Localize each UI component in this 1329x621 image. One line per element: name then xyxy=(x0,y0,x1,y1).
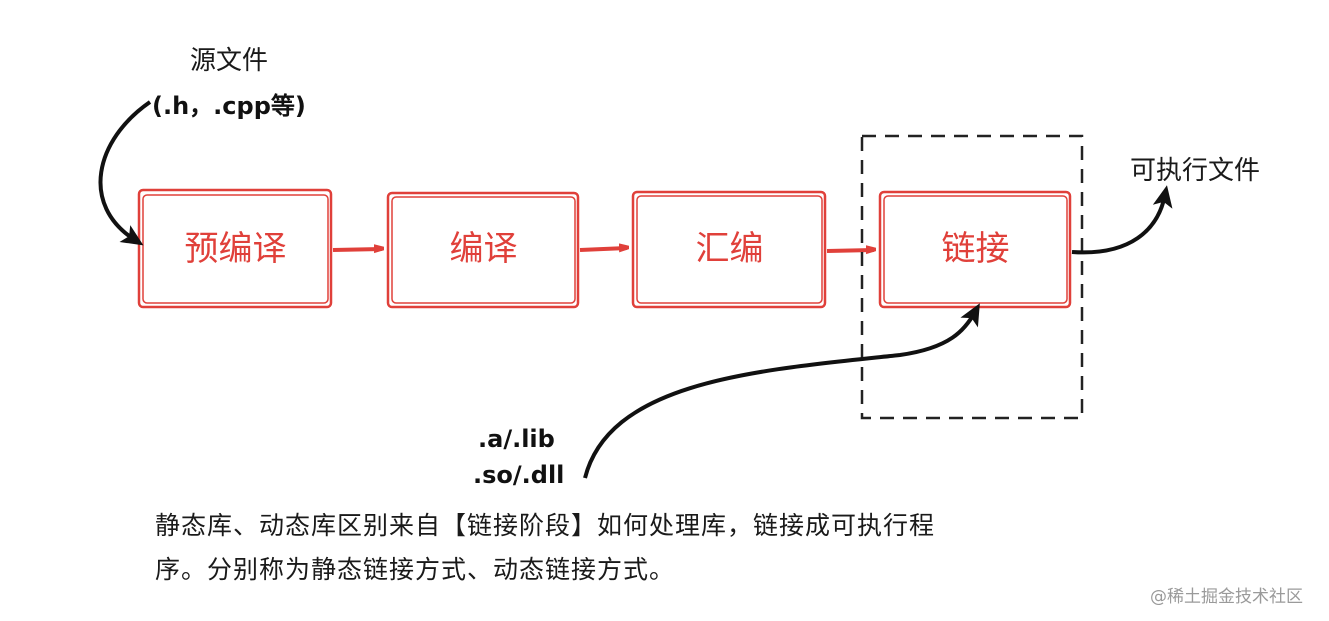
arrow-precompile-to-compile xyxy=(332,249,382,250)
stage-label-assemble: 汇编 xyxy=(695,229,764,269)
caption-line-2: 序。分别称为静态链接方式、动态链接方式。 xyxy=(155,555,676,584)
arrow-assemble-to-link xyxy=(826,250,874,251)
stage-box-precompile xyxy=(137,188,333,309)
stage-label-link: 链接 xyxy=(941,229,1010,269)
stage-label-precompile: 预编译 xyxy=(184,229,287,269)
source-title: 源文件 xyxy=(190,46,269,76)
arrow-source-to-precompile xyxy=(98,100,152,246)
arrow-libs-to-link xyxy=(583,303,980,479)
stage-label-compile: 编译 xyxy=(449,229,518,269)
watermark: @稀土掘金技术社区 xyxy=(1150,587,1303,607)
output-executable-label: 可执行文件 xyxy=(1130,156,1261,186)
link-stage-dashed-frame xyxy=(860,134,1084,420)
static-lib-ext: .a/.lib xyxy=(478,425,555,453)
stage-box-assemble xyxy=(631,190,827,309)
stage-box-compile xyxy=(386,191,580,309)
arrow-link-to-executable xyxy=(1071,185,1173,255)
caption-line-1: 静态库、动态库区别来自【链接阶段】如何处理库，链接成可执行程 xyxy=(155,511,936,540)
source-extensions: (.h，.cpp等) xyxy=(152,92,306,120)
dynamic-lib-ext: .so/.dll xyxy=(473,461,565,489)
arrow-compile-to-assemble xyxy=(579,248,627,250)
